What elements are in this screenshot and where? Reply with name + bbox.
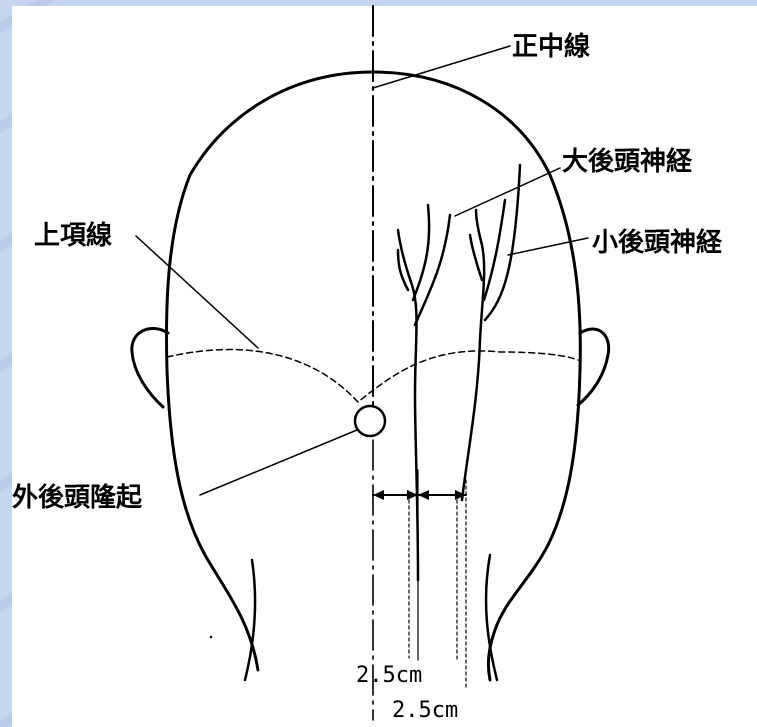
greater-occipital-branch-1: [413, 205, 429, 300]
dimension-label-first: 2.5cm: [356, 665, 422, 687]
external-occipital-protuberance: [355, 406, 385, 436]
greater-occipital-nerve: [398, 230, 418, 580]
neck-left: [245, 560, 255, 680]
lesser-occipital-branch-1: [484, 200, 505, 300]
arrow-head-left: [373, 490, 384, 500]
right-ear: [578, 329, 609, 405]
label-superior-nuchal-line: 上項線: [34, 223, 112, 249]
greater-occipital-leader: [455, 168, 560, 216]
arrow-head-mid-right: [418, 490, 429, 500]
label-lesser-occipital-nerve: 小後頭神経: [592, 230, 722, 256]
label-midline: 正中線: [512, 34, 590, 60]
label-greater-occipital-nerve: 大後頭神経: [562, 149, 692, 175]
protuberance-leader: [200, 430, 357, 495]
lesser-occipital-leader: [508, 238, 588, 255]
arrow-head-right: [455, 490, 466, 500]
superior-nuchal-leader: [136, 236, 258, 348]
label-external-occipital-protuberance: 外後頭隆起: [12, 485, 142, 511]
greater-occipital-branch-2: [415, 215, 450, 325]
dimension-label-second: 2.5cm: [392, 700, 458, 722]
left-ear: [132, 328, 168, 407]
stray-dot: [210, 636, 212, 638]
